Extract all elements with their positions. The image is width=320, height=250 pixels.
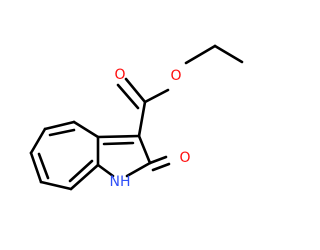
bond-c6-c7 [29, 151, 43, 184]
bond-carbonyl-double-2 [116, 83, 140, 110]
ester-carbonyl-oxygen-label: O [114, 67, 125, 83]
pyrrolone-ring [96, 134, 171, 178]
bond-c3a-c4 [72, 120, 100, 139]
lactam-carbonyl-oxygen-label: O [179, 150, 190, 166]
bond-c8-c8a [69, 163, 100, 191]
bond-c2-o-double-2 [151, 162, 171, 172]
bond-carbonyl-c3 [137, 100, 147, 138]
ester-ether-oxygen-label: O [170, 68, 181, 84]
cycloheptatriene-ring [29, 120, 100, 191]
bond-c4-c5-inner [48, 128, 76, 137]
bond-c3-c3a-inner [102, 141, 135, 146]
bond-o-carbonyl-carbon [143, 88, 170, 104]
bond-n-c8a [96, 163, 115, 178]
ring-nitrogen-label: NH [110, 174, 131, 190]
bond-c4-c5 [43, 120, 76, 131]
bond-ch3-ch2 [213, 44, 244, 64]
ester-group [116, 77, 170, 138]
bond-carbonyl-double-1 [124, 77, 147, 104]
bond-c8-c8a-inner [68, 159, 94, 183]
bond-c7-c8 [39, 180, 73, 191]
bond-c2-n [125, 161, 152, 178]
bond-c2-o-double-1 [148, 155, 168, 165]
molecule-structure-diagram: O O O NH [29, 44, 244, 191]
bond-c3-c3a [96, 134, 141, 139]
bond-c6-c7-inner [37, 152, 50, 180]
bond-c3-c2 [137, 134, 152, 165]
bond-ch2-o [184, 44, 217, 65]
bond-c5-c6 [29, 127, 47, 155]
ethyl-group [184, 44, 244, 65]
